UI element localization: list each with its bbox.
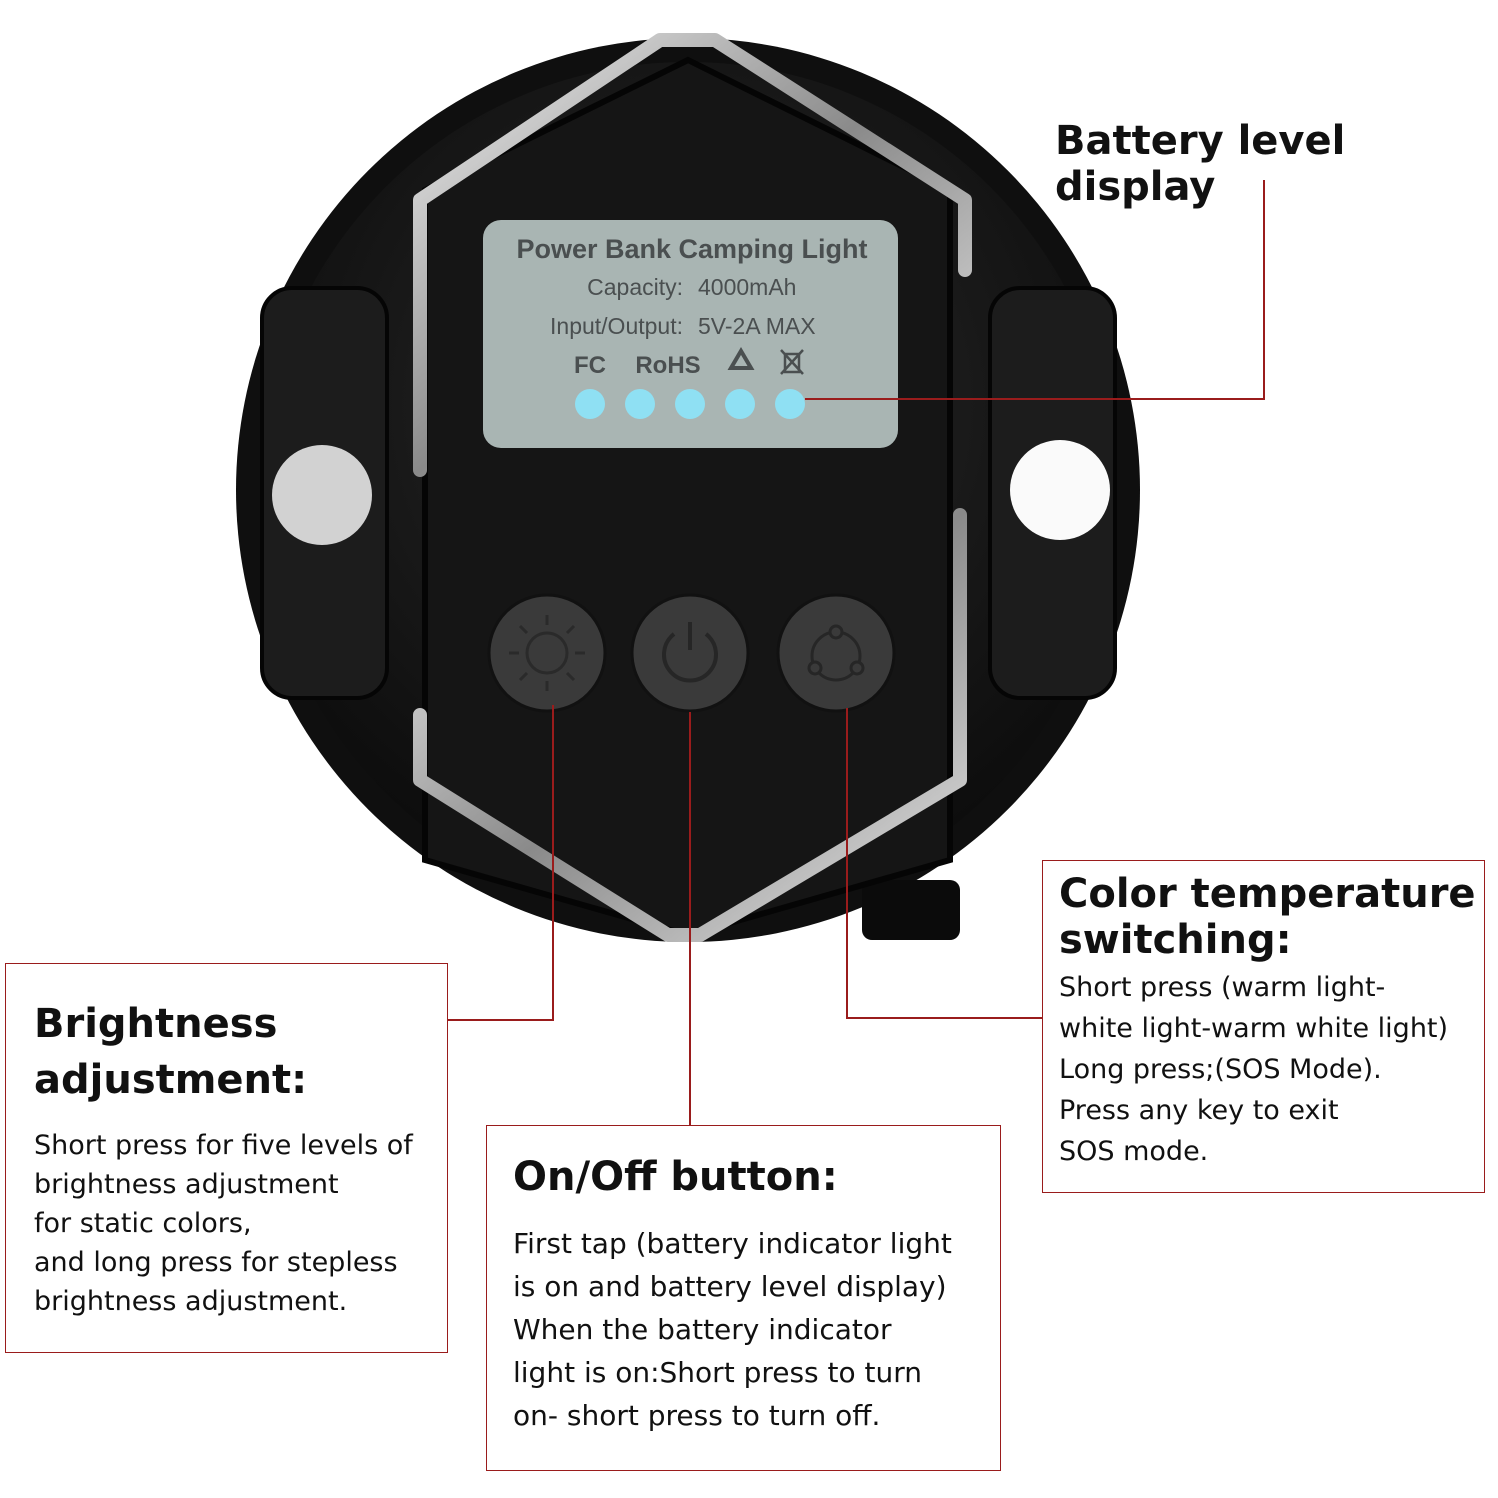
- left-side-knob: [272, 445, 372, 545]
- brightness-line: brightness adjustment.: [34, 1286, 348, 1317]
- color-temp-line: Short press (warm light-: [1059, 972, 1386, 1003]
- color-temp-heading: Color temperature switching:: [1059, 871, 1484, 963]
- bottom-latch: [862, 880, 960, 940]
- metal-handle-top: [413, 33, 972, 477]
- color-temp-callout: Color temperature switching: Short press…: [1042, 860, 1485, 1193]
- battery-led: [675, 389, 705, 419]
- brightness-line: for static colors,: [34, 1208, 252, 1239]
- lcd-capacity-label: Capacity:: [587, 274, 683, 300]
- color-temp-heading-line: Color temperature: [1059, 871, 1476, 917]
- lcd-capacity-value: 4000mAh: [698, 274, 796, 300]
- color-temp-heading-line: switching:: [1059, 917, 1292, 963]
- battery-led: [725, 389, 755, 419]
- recycle-icon: [727, 347, 755, 370]
- brightness-button[interactable]: [487, 593, 607, 713]
- lcd-title: Power Bank Camping Light: [516, 234, 867, 264]
- color-cycle-icon: [807, 624, 865, 682]
- battery-led: [625, 389, 655, 419]
- onoff-line: is on and battery level display): [513, 1270, 947, 1303]
- sun-icon: [509, 615, 585, 691]
- color-temp-line: white light-warm white light): [1059, 1013, 1449, 1044]
- fc-mark: FC: [574, 352, 606, 379]
- lcd-io-value: 5V-2A MAX: [698, 313, 816, 339]
- onoff-body: First tap (battery indicator light is on…: [513, 1222, 1000, 1437]
- color-temp-line: Press any key to exit: [1059, 1095, 1339, 1126]
- battery-led: [575, 389, 605, 419]
- battery-level-title: Battery level display: [1055, 118, 1346, 210]
- color-temp-body: Short press (warm light- white light-war…: [1059, 967, 1484, 1172]
- rohs-mark: RoHS: [635, 352, 700, 379]
- onoff-line: First tap (battery indicator light: [513, 1227, 952, 1260]
- metal-handle-bottom: [413, 508, 967, 942]
- color-temp-line: SOS mode.: [1059, 1136, 1209, 1167]
- color-temp-line: Long press;(SOS Mode).: [1059, 1054, 1382, 1085]
- brightness-line: and long press for stepless: [34, 1247, 398, 1278]
- onoff-line: on- short press to turn off.: [513, 1399, 881, 1432]
- power-icon: [662, 622, 718, 683]
- onoff-heading: On/Off button:: [513, 1154, 838, 1200]
- center-panel: [422, 56, 953, 939]
- brightness-heading-line: Brightness: [34, 1001, 278, 1047]
- color-temp-leader-line: [846, 708, 1042, 1019]
- brightness-heading-line: adjustment:: [34, 1057, 308, 1103]
- battery-leader-line: [805, 180, 1265, 400]
- lcd-io-label: Input/Output:: [550, 313, 683, 339]
- color-temperature-button[interactable]: [776, 593, 896, 713]
- onoff-callout: On/Off button: First tap (battery indica…: [486, 1125, 1001, 1471]
- brightness-line: brightness adjustment: [34, 1169, 339, 1200]
- brightness-heading: Brightness adjustment:: [34, 996, 447, 1108]
- right-side-knob: [1010, 440, 1110, 540]
- brightness-body: Short press for five levels of brightnes…: [34, 1126, 447, 1321]
- power-button[interactable]: [630, 593, 750, 713]
- onoff-line: When the battery indicator: [513, 1313, 892, 1346]
- brightness-line: Short press for five levels of: [34, 1130, 413, 1161]
- weee-bin-icon: [780, 349, 804, 375]
- brightness-callout: Brightness adjustment: Short press for f…: [5, 963, 448, 1353]
- battery-led-row: [575, 389, 805, 419]
- brightness-leader-line: [448, 705, 554, 1021]
- battery-led: [775, 389, 805, 419]
- onoff-line: light is on:Short press to turn: [513, 1356, 923, 1389]
